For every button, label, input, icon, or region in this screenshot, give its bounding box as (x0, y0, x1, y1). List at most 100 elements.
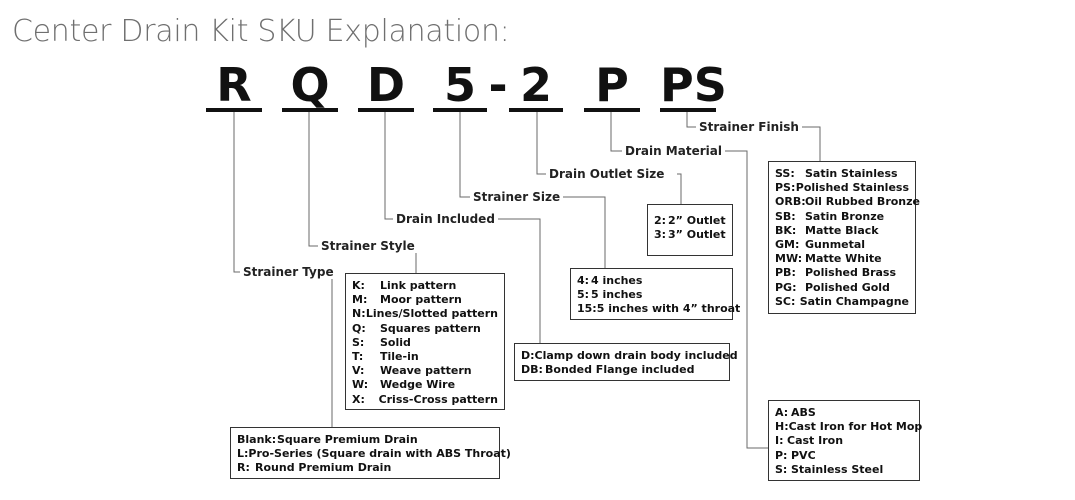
sku-underline (660, 108, 716, 112)
sku-underline (358, 108, 414, 112)
option-code: T: (352, 350, 364, 364)
list-item: BK:Matte Black (775, 224, 909, 238)
option-label: Clamp down drain body included (534, 349, 738, 362)
label-strainer-type: Strainer Type (240, 265, 337, 279)
option-code: S: (352, 335, 365, 349)
option-label: Square Premium Drain (277, 433, 418, 446)
option-code: 4: (577, 274, 590, 287)
option-code: 2: (654, 214, 667, 227)
list-item: DB:Bonded Flange included (521, 363, 723, 377)
sku-letter-strainer-size: 5 (443, 58, 476, 112)
list-item: D:Clamp down drain body included (521, 349, 738, 363)
list-item: L:Pro-Series (Square drain with ABS Thro… (237, 447, 511, 461)
list-item: H:Cast Iron for Hot Mop (775, 420, 922, 434)
sku-underline (509, 108, 563, 112)
list-item: SS: Satin Stainless (775, 167, 909, 181)
option-label: Satin Champagne (799, 294, 909, 308)
option-label: Matte White (805, 252, 882, 266)
list-item: PG:Polished Gold (775, 281, 909, 295)
option-code: P: (775, 448, 788, 462)
option-code: Q: (352, 321, 366, 335)
sku-letter-strainer-finish: PS (660, 58, 727, 112)
list-item: I:Cast Iron (775, 434, 913, 448)
label-drain-material: Drain Material (622, 144, 725, 158)
option-label: 4 inches (591, 274, 643, 287)
sku-underline (584, 108, 640, 112)
box-drain-material: A:ABS H:Cast Iron for Hot Mop I:Cast Iro… (768, 400, 922, 481)
list-item: PS:Polished Stainless (775, 181, 909, 195)
option-label: Satin Bronze (805, 209, 885, 223)
option-code: W: (352, 378, 369, 392)
option-code: SS: (775, 167, 795, 180)
list-item: A:ABS (775, 406, 913, 420)
list-item: K: Link pattern (352, 279, 498, 293)
option-label: 3” Outlet (668, 228, 726, 242)
option-code: R: (237, 461, 250, 475)
option-label: Round Premium Drain (255, 461, 392, 475)
list-item: M: Moor pattern (352, 293, 498, 307)
list-item: S: Solid (352, 336, 498, 350)
option-code: SC: (775, 294, 796, 308)
option-code: GM: (775, 238, 800, 252)
option-code: ORB: (775, 195, 806, 209)
box-drain-outlet-size: 2:2” Outlet 3:3” Outlet (647, 204, 733, 256)
option-label: Lines/Slotted pattern (365, 307, 498, 321)
box-strainer-size: 4:4 inches 5:5 inches 15:5 inches with 4… (570, 268, 740, 320)
sku-letter-drain-material: P (595, 58, 629, 112)
box-strainer-finish: SS: Satin Stainless PS:Polished Stainless… (768, 161, 920, 314)
option-label: Wedge Wire (380, 378, 456, 392)
option-code: A: (775, 406, 789, 419)
list-item: ORB:Oil Rubbed Bronze (775, 195, 920, 209)
label-drain-outlet-size: Drain Outlet Size (546, 167, 668, 181)
option-code: MW: (775, 252, 803, 266)
label-strainer-size: Strainer Size (470, 190, 564, 204)
option-code: SB: (775, 209, 796, 223)
option-label: Cast Iron (787, 434, 844, 448)
list-item: T:Tile-in (352, 350, 498, 364)
option-label: Polished Stainless (795, 181, 909, 195)
option-code: PB: (775, 266, 796, 280)
option-label: Solid (380, 335, 411, 349)
option-label: Squares pattern (380, 321, 481, 335)
list-item: 2:2” Outlet (654, 214, 726, 228)
list-item: V:Weave pattern (352, 364, 498, 378)
option-code: DB: (521, 363, 543, 377)
list-item: 15:5 inches with 4” throat (577, 302, 740, 316)
list-item: 4:4 inches (577, 274, 726, 288)
sku-underline (282, 108, 338, 112)
sku-underline (433, 108, 487, 112)
option-label: Moor pattern (380, 293, 462, 307)
list-item: SB: Satin Bronze (775, 210, 909, 224)
option-label: Satin Stainless (805, 167, 898, 180)
option-code: X: (352, 392, 365, 406)
option-label: Link pattern (380, 279, 457, 292)
option-code: M: (352, 293, 368, 307)
option-code: D: (521, 349, 535, 362)
sku-letter-strainer-type: R (216, 58, 252, 112)
list-item: P:PVC (775, 449, 913, 463)
option-code: 15: (577, 302, 597, 316)
sku-letter-drain-included: D (366, 58, 406, 112)
list-item: S:Stainless Steel (775, 463, 913, 477)
label-drain-included: Drain Included (393, 212, 498, 226)
option-code: S: (775, 462, 788, 476)
box-drain-included: D:Clamp down drain body included DB:Bond… (514, 343, 738, 381)
list-item: X:Criss-Cross pattern (352, 393, 498, 407)
list-item: R: Round Premium Drain (237, 461, 493, 475)
option-code: K: (352, 279, 365, 292)
page-title: Center Drain Kit SKU Explanation: (12, 14, 510, 49)
box-strainer-style: K: Link pattern M: Moor pattern N:Lines/Sl… (345, 273, 505, 410)
list-item: N:Lines/Slotted pattern (352, 307, 498, 321)
option-code: N: (352, 307, 366, 321)
label-strainer-finish: Strainer Finish (696, 120, 802, 134)
option-code: BK: (775, 223, 797, 237)
option-label: Bonded Flange included (545, 363, 695, 377)
sku-letter-strainer-style: Q (290, 58, 330, 112)
option-label: Cast Iron for Hot Mop (788, 420, 923, 434)
list-item: W: Wedge Wire (352, 378, 498, 392)
option-label: 2” Outlet (668, 214, 726, 227)
list-item: PB:Polished Brass (775, 266, 909, 280)
list-item: 5:5 inches (577, 288, 726, 302)
option-code: PS: (775, 181, 796, 195)
option-label: Gunmetal (805, 238, 866, 252)
